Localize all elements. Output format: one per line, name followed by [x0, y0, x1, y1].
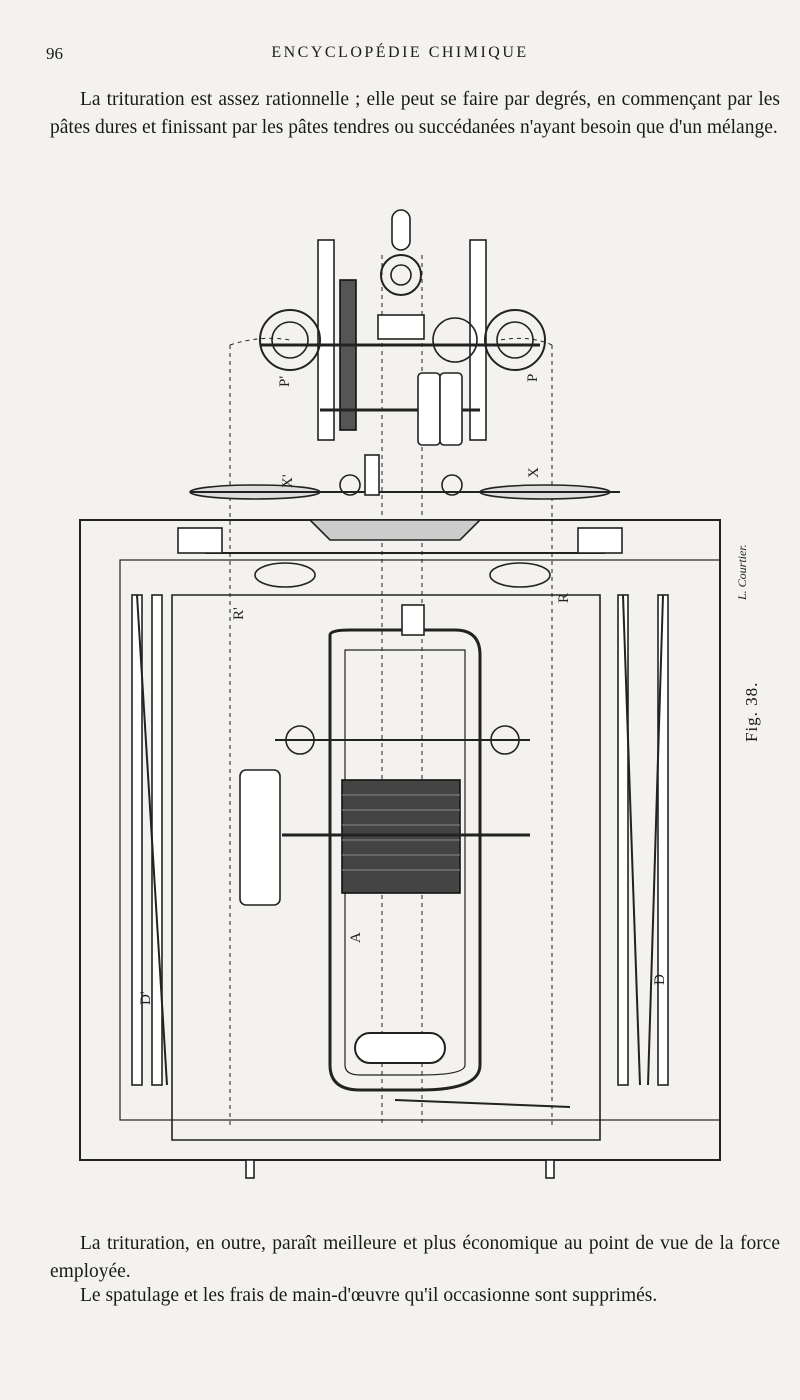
paragraph-trituration: La trituration est assez rationnelle ; e…	[50, 89, 780, 138]
label-x-prime: X'	[280, 474, 296, 488]
label-p-prime: P'	[277, 376, 293, 387]
trough-a	[328, 628, 482, 1092]
label-p: P	[525, 374, 541, 382]
trough-outline	[171, 594, 601, 1141]
paragraph-spatulage: Le spatulage et les frais de main-d'œuvr…	[80, 1285, 658, 1306]
label-x: X	[526, 467, 542, 478]
label-r-prime: R'	[231, 607, 247, 620]
running-head: ENCYCLOPÉDIE CHIMIQUE	[271, 44, 529, 61]
label-d: D	[652, 974, 668, 985]
page-number: 96	[46, 44, 63, 63]
figure-caption: Fig. 38.	[742, 681, 761, 742]
label-r: R	[556, 593, 572, 603]
inner-frame	[119, 559, 721, 1121]
label-a: A	[348, 932, 364, 943]
label-d-prime: D'	[138, 991, 154, 1005]
machine-engraving-figure: A D D' P' P X' X R' R	[79, 209, 721, 1179]
page-header: 96 ENCYCLOPÉDIE CHIMIQUE	[0, 44, 800, 74]
engraver-signature: L. Courtier.	[735, 544, 749, 600]
paragraph-economy: La trituration, en outre, paraît meilleu…	[50, 1233, 780, 1282]
